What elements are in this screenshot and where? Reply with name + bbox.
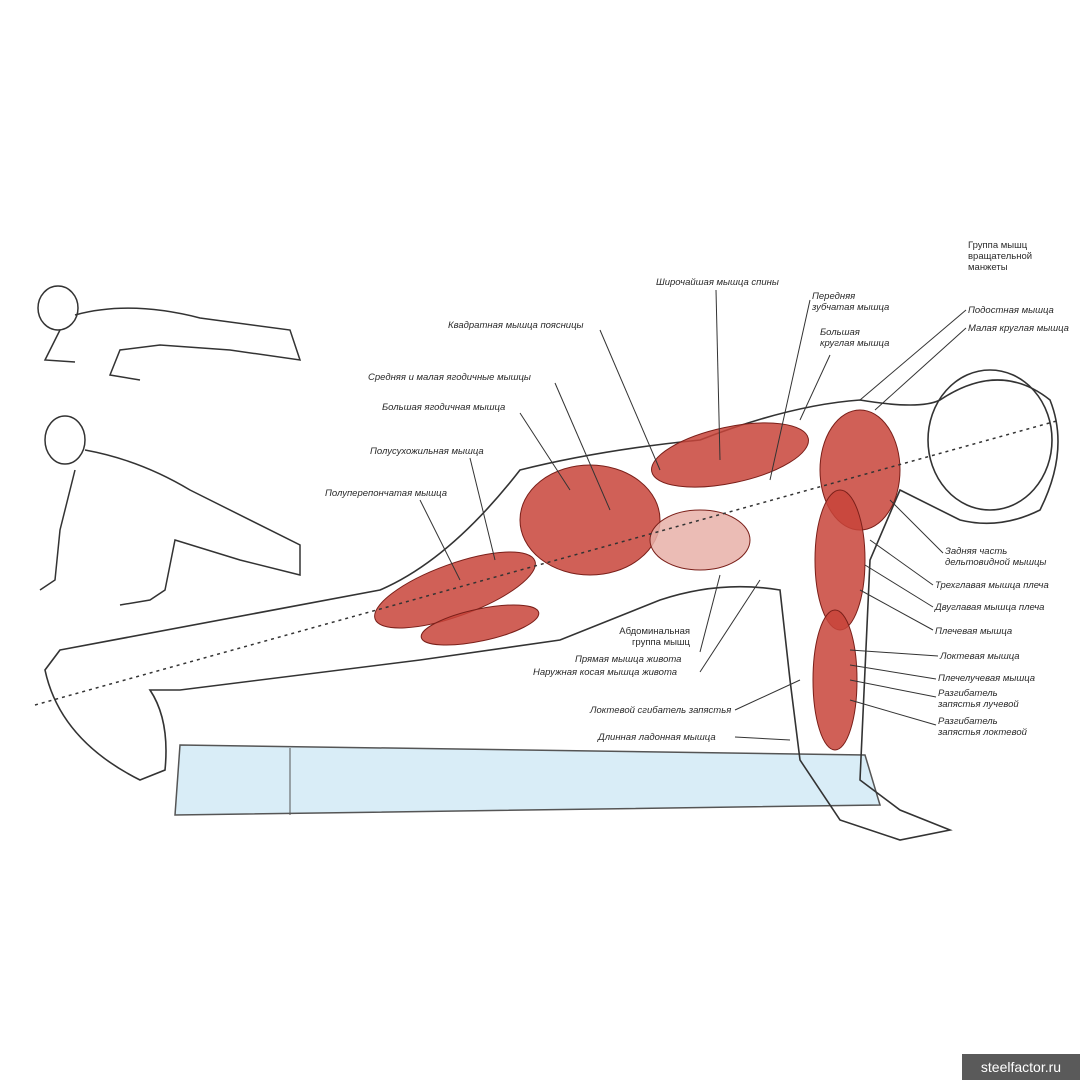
label-teres-minor: Малая круглая мышца (968, 323, 1069, 334)
small-figure-bottom (39, 415, 301, 606)
label-quadratus: Квадратная мышца поясницы (448, 320, 584, 331)
label-brachioradialis: Плечелучевая мышца (938, 673, 1036, 684)
label-external-oblique: Наружная косая мышца живота (533, 667, 678, 678)
label-brachialis: Плечевая мышца (935, 626, 1013, 637)
label-gluteus-med-min: Средняя и малая ягодичные мышцы (368, 372, 531, 383)
label-biceps: Двуглавая мышца плеча (935, 602, 1045, 613)
label-posterior-deltoid: Задняя часть дельтовидной мышцы (945, 546, 1047, 568)
label-ext-carpi-radialis: Разгибатель запястья лучевой (938, 688, 1019, 710)
label-palmaris-longus: Длинная ладонная мышца (598, 732, 716, 743)
label-rotator-cuff: Группа мышц вращательной манжеты (968, 240, 1033, 273)
exercise-mat (174, 744, 882, 816)
muscles (374, 409, 901, 751)
label-gluteus-max: Большая ягодичная мышца (382, 402, 506, 413)
label-serratus: Передняя зубчатая мышца (812, 291, 890, 313)
label-semimembranosus: Полуперепончатая мышца (325, 488, 447, 499)
main-figure (44, 369, 1059, 841)
small-figure-top (37, 285, 302, 381)
label-triceps: Трехглавая мышца плеча (935, 580, 1049, 591)
label-latissimus: Широчайшая мышца спины (656, 277, 779, 288)
abdominal-muscle (649, 509, 751, 571)
triceps-muscle (814, 489, 866, 631)
label-abdominal: Абдоминальная группа мышц (619, 626, 690, 648)
thigh-muscle (420, 604, 540, 646)
gluteus-muscle (519, 464, 661, 576)
label-infraspinatus: Подостная мышца (968, 305, 1054, 316)
forearm-muscle (812, 609, 858, 751)
label-flexor-carpi-ulnaris: Локтевой сгибатель запястья (590, 705, 732, 716)
leader-lines (419, 289, 967, 741)
label-teres-major: Большая круглая мышца (820, 327, 890, 349)
watermark: steelfactor.ru (962, 1054, 1080, 1080)
label-rectus-abdominis: Прямая мышца живота (575, 654, 682, 665)
label-anconeus: Локтевая мышца (940, 651, 1020, 662)
label-semitendinosus: Полусухожильная мышца (370, 446, 484, 457)
latissimus-muscle (651, 422, 809, 488)
body-alignment-line (34, 419, 1061, 706)
label-ext-carpi-ulnaris: Разгибатель запястья локтевой (938, 716, 1027, 738)
